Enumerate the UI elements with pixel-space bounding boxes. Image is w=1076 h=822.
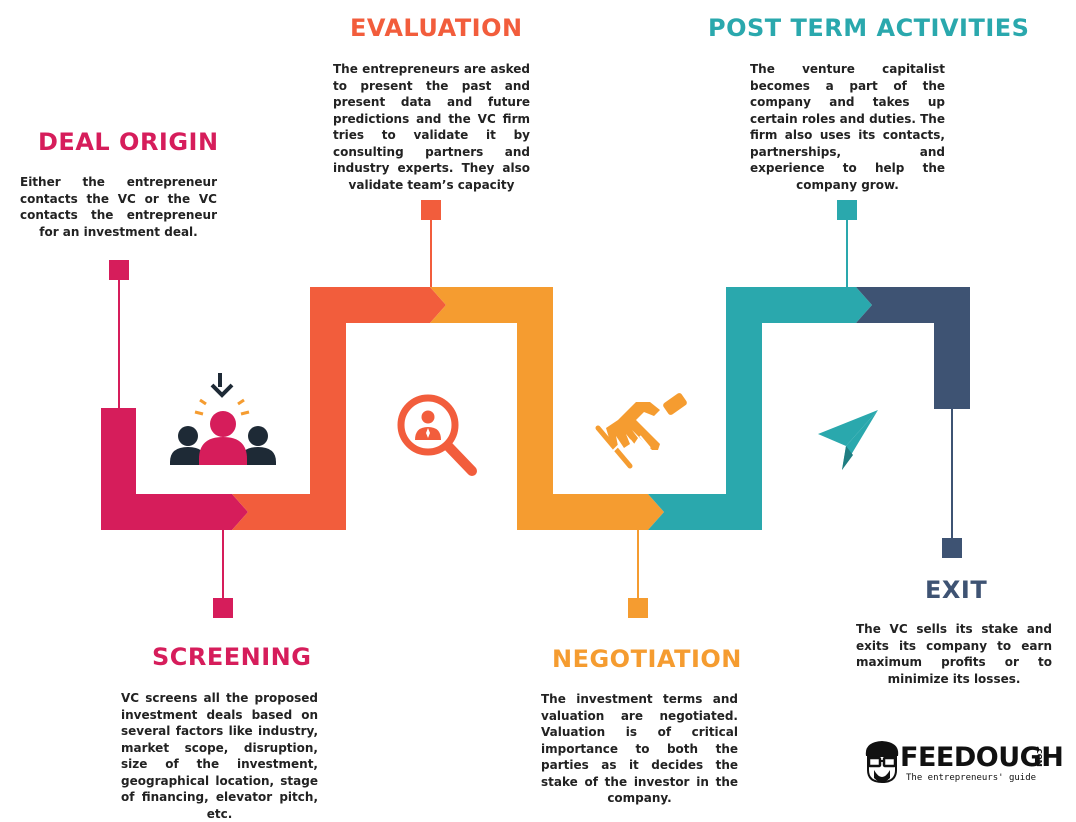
exit-description: The VC sells its stake and exits its com… (856, 622, 1052, 686)
magnifier-person-icon (397, 394, 477, 476)
stage-connectors (109, 200, 962, 618)
path-segment-evaluation (430, 287, 664, 530)
exit-marker (942, 538, 962, 558)
negotiation-title: NEGOTIATION (552, 645, 742, 673)
brand-name: FEEDOUGH (900, 742, 1064, 773)
deal-origin-description: Either the entrepreneur contacts the VC … (20, 175, 217, 239)
negotiation-marker (628, 598, 648, 618)
path-segment-deal-origin (101, 408, 248, 530)
path-segment-screening (232, 287, 446, 530)
deal-origin-title: DEAL ORIGIN (38, 128, 219, 156)
team-selection-icon (170, 373, 276, 465)
evaluation-title: EVALUATION (350, 14, 523, 42)
screening-marker (213, 598, 233, 618)
post-term-title: POST TERM ACTIVITIES (708, 14, 1030, 42)
screening-title: SCREENING (152, 643, 312, 671)
screening-description: VC screens all the proposed investment d… (121, 691, 318, 821)
post-term-marker (837, 200, 857, 220)
evaluation-description: The entrepreneurs are asked to present t… (333, 62, 530, 192)
negotiation-description: The investment terms and valuation are n… (541, 692, 738, 805)
paper-plane-icon (818, 410, 878, 470)
brand-domain: .COM (1035, 746, 1043, 767)
brand-tagline: The entrepreneurs' guide (906, 773, 1037, 783)
feedough-logo: FEEDOUGH .COM The entrepreneurs' guide (862, 740, 1064, 788)
exit-title: EXIT (925, 576, 988, 604)
path-segment-negotiation (648, 287, 872, 530)
path-segment-exit (856, 287, 970, 409)
handshake-icon (595, 393, 687, 469)
deal-origin-marker (109, 260, 129, 280)
process-path (101, 287, 970, 530)
post-term-description: The venture capitalist becomes a part of… (750, 62, 945, 192)
evaluation-marker (421, 200, 441, 220)
mascot-face-icon (865, 741, 899, 784)
